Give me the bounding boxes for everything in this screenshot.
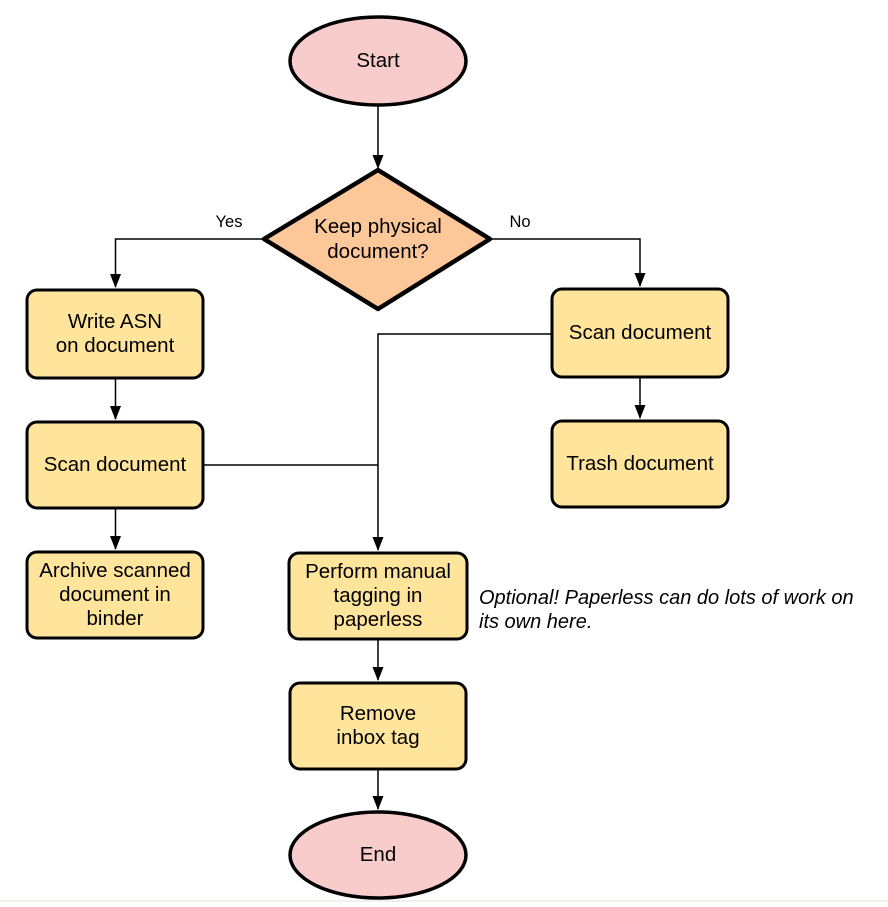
- end-node-shape: [288, 810, 468, 900]
- start-node-shape: [288, 15, 468, 107]
- scan-left-node-shape: [25, 420, 205, 510]
- write-asn-node-shape: [25, 288, 205, 380]
- edge-decision-no-to-scan-right: [490, 238, 646, 287]
- edge-decision-yes-to-write-asn: [110, 238, 264, 288]
- decision-node-shape: [261, 167, 493, 312]
- trash-node-shape: [550, 419, 730, 509]
- bottom-divider: [0, 900, 888, 902]
- remove-inbox-node-shape: [288, 681, 468, 771]
- optional-annotation: Optional! Paperless can do lots of work …: [479, 587, 854, 633]
- scan-right-node-shape: [550, 287, 730, 379]
- tagging-node-shape: [287, 551, 469, 641]
- archive-node-shape: [25, 550, 205, 640]
- edge-scan-right-to-tagging: [372, 333, 552, 551]
